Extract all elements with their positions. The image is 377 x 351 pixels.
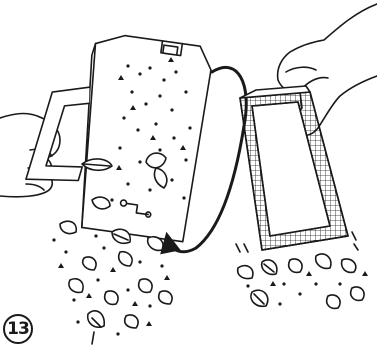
step-number-badge: 13 xyxy=(3,314,33,344)
leaf-collector-tray-icon xyxy=(20,25,214,242)
falling-debris xyxy=(60,221,172,344)
filter-debris xyxy=(238,254,364,308)
mesh-filter-icon xyxy=(236,86,358,252)
